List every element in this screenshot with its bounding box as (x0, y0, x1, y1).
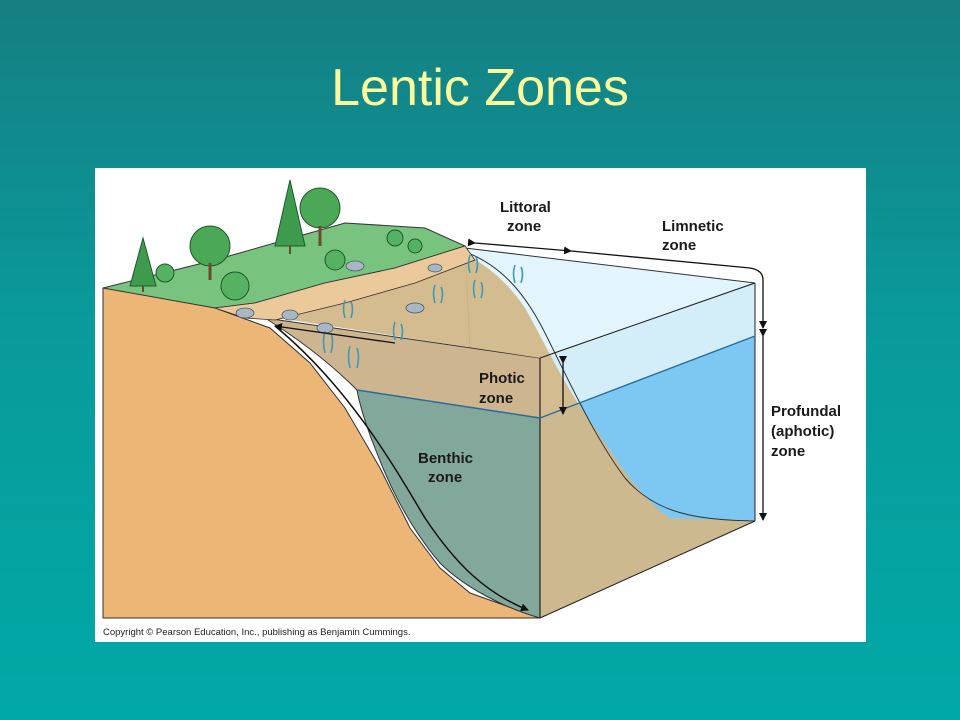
label-limnetic: Limnetic (662, 218, 724, 235)
rock-icon (235, 260, 443, 334)
bush-icon (155, 229, 423, 301)
benthic-arrow (274, 325, 529, 612)
label-profundal: Profundal (771, 403, 841, 420)
limnetic-arrow (570, 250, 767, 329)
label-photic-zone: zone (479, 390, 513, 407)
label-benthic: Benthic (418, 450, 473, 467)
label-limnetic-zone: zone (662, 237, 696, 254)
photic-boundary-side (539, 335, 756, 419)
label-benthic-zone: zone (428, 469, 462, 486)
photic-boundary (356, 389, 541, 419)
littoral-arrow (467, 238, 572, 255)
lake-zone-diagram: Littoral zone Limnetic zone Photic zone … (95, 168, 866, 642)
tree-icon (129, 236, 157, 292)
tree-icon (299, 187, 341, 246)
tree-icon (189, 225, 231, 280)
upper-water-volume (540, 283, 755, 418)
bottom-edge (539, 520, 756, 619)
label-littoral: Littoral (500, 199, 551, 216)
label-aphotic: (aphotic) (771, 423, 834, 440)
sandy-shore (214, 245, 476, 321)
littoral-slope (245, 243, 755, 618)
copyright-note: Copyright © Pearson Education, Inc., pub… (103, 627, 410, 638)
label-profundal-zone: zone (771, 443, 805, 460)
top-edge (539, 282, 756, 359)
slide-title: Lentic Zones (331, 59, 629, 117)
tree-icon (274, 179, 306, 254)
benthic-arrow-top (274, 323, 396, 344)
label-littoral-zone: zone (507, 218, 541, 235)
slope-curve-line (459, 249, 756, 522)
label-photic: Photic (479, 370, 525, 387)
diagram-canvas: Littoral zone Limnetic zone Photic zone … (102, 179, 841, 638)
